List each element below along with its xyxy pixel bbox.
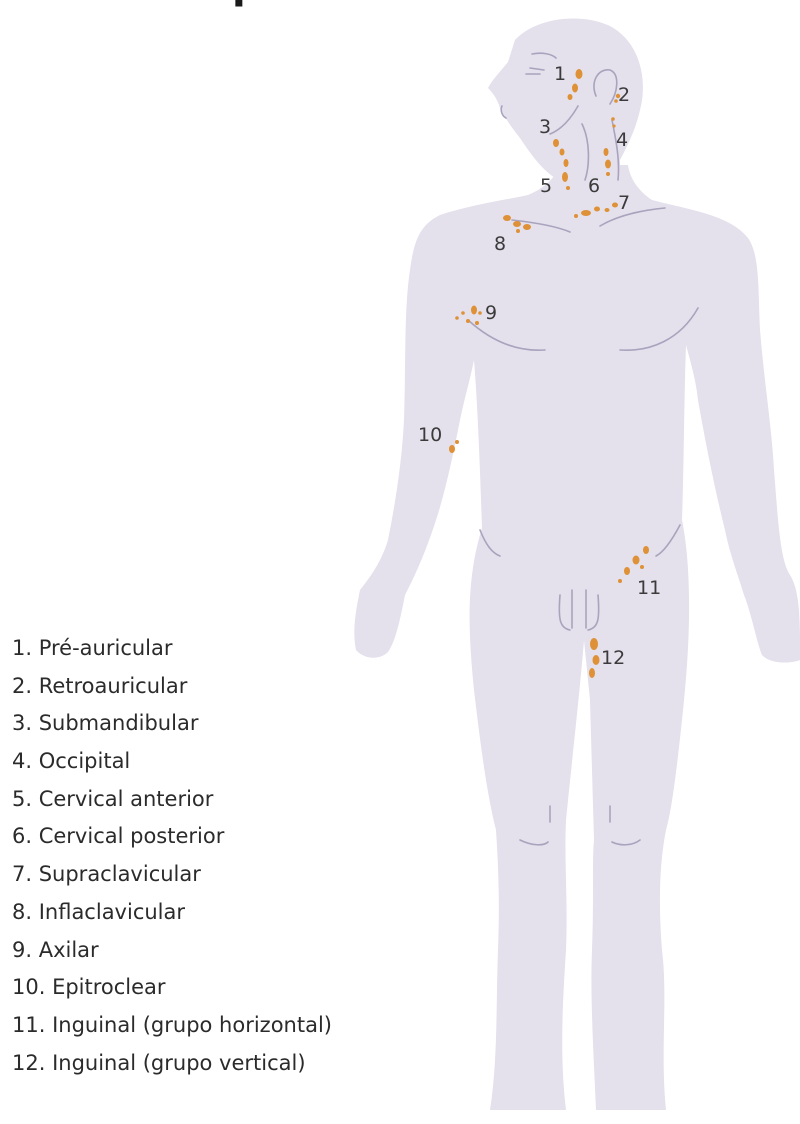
legend-item: 9. Axilar: [12, 932, 332, 970]
torso-shape: [354, 165, 800, 1110]
node-number-4: 4: [616, 129, 628, 151]
node-marker-3: [553, 139, 559, 147]
legend-item: 7. Supraclavicular: [12, 856, 332, 894]
node-marker-7: [594, 207, 600, 212]
node-marker-8: [523, 224, 531, 230]
node-number-3: 3: [539, 116, 551, 138]
node-number-7: 7: [618, 192, 630, 214]
legend-item: 3. Submandibular: [12, 705, 332, 743]
legend-item: 12. Inguinal (grupo vertical): [12, 1045, 332, 1083]
node-marker-9: [466, 319, 470, 323]
node-marker-9: [475, 321, 479, 325]
legend-item: 5. Cervical anterior: [12, 781, 332, 819]
node-marker-9: [478, 311, 482, 315]
node-number-5: 5: [540, 175, 552, 197]
legend-item: 10. Epitroclear: [12, 969, 332, 1007]
node-marker-4: [611, 117, 615, 121]
legend-item: 6. Cervical posterior: [12, 818, 332, 856]
node-marker-10: [455, 440, 459, 444]
node-marker-10: [449, 445, 455, 453]
node-number-6: 6: [588, 175, 600, 197]
node-marker-1: [572, 84, 578, 93]
node-marker-1: [568, 94, 573, 100]
node-number-8: 8: [494, 233, 506, 255]
node-marker-5: [566, 186, 570, 190]
node-number-9: 9: [485, 302, 497, 324]
node-marker-9: [461, 311, 465, 315]
node-marker-6: [605, 160, 611, 169]
node-marker-3: [560, 149, 565, 156]
node-marker-11: [618, 579, 622, 583]
node-marker-12: [589, 668, 595, 678]
node-marker-7: [605, 208, 610, 212]
legend-item: 11. Inguinal (grupo horizontal): [12, 1007, 332, 1045]
node-marker-6: [606, 172, 610, 176]
legend-item: 2. Retroauricular: [12, 668, 332, 706]
node-marker-11: [640, 565, 644, 569]
node-marker-8: [503, 215, 511, 221]
node-marker-7: [581, 210, 591, 216]
node-marker-8: [513, 221, 521, 227]
node-marker-7: [574, 214, 578, 218]
node-marker-5: [562, 172, 568, 182]
node-marker-11: [624, 567, 630, 575]
node-number-12: 12: [601, 647, 625, 669]
legend-item: 8. Inflaclavicular: [12, 894, 332, 932]
node-marker-11: [643, 546, 649, 554]
node-marker-12: [590, 638, 598, 650]
node-marker-6: [604, 148, 609, 156]
legend-list: 1. Pré-auricular 2. Retroauricular 3. Su…: [12, 630, 332, 1082]
node-marker-11: [633, 556, 640, 565]
node-marker-5: [564, 159, 569, 167]
node-marker-8: [516, 229, 520, 233]
node-number-11: 11: [637, 577, 661, 599]
node-number-1: 1: [554, 63, 566, 85]
legend-item: 4. Occipital: [12, 743, 332, 781]
body-silhouette: [354, 18, 800, 1110]
node-number-2: 2: [618, 84, 630, 106]
node-number-10: 10: [418, 424, 442, 446]
node-marker-9: [471, 306, 477, 315]
node-marker-12: [593, 655, 600, 665]
legend-item: 1. Pré-auricular: [12, 630, 332, 668]
node-marker-4: [612, 124, 615, 127]
node-marker-9: [455, 316, 459, 320]
node-marker-1: [576, 69, 583, 79]
